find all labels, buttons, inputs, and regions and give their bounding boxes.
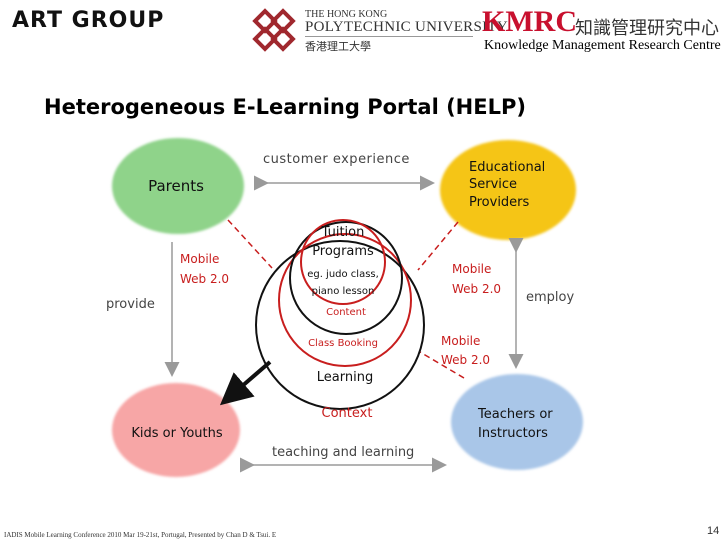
mobile-connectors [227, 219, 465, 379]
polyu-name-chinese: 香港理工大學 [305, 40, 371, 53]
teachers-label-1: Teachers or [477, 407, 553, 422]
mobile-label-left-1: Mobile [180, 252, 219, 266]
context-circle [255, 240, 425, 410]
polyu-logo-icon [252, 8, 296, 52]
polyu-name-line1: THE HONG KONG [305, 9, 388, 20]
mobile-label-bottom-1: Mobile [441, 334, 480, 348]
example-label-1: eg. judo class, [307, 269, 379, 280]
kids-label: Kids or Youths [131, 426, 222, 441]
providers-node [440, 140, 576, 240]
learning-circle [278, 233, 412, 367]
context-to-kids-arrow [219, 360, 272, 406]
tuition-label-2: Programs [312, 244, 374, 259]
footer-citation: IADIS Mobile Learning Conference 2010 Ma… [4, 531, 277, 539]
kmrc-chinese-name: 知識管理研究中心 [575, 18, 719, 39]
content-circle [289, 221, 403, 335]
teachers-node [451, 374, 583, 470]
edge-label-top: customer experience [263, 152, 410, 167]
edge-label-left: provide [106, 297, 155, 312]
mobile-label-right-2: Web 2.0 [452, 282, 501, 296]
example-label-2: piano lesson [312, 286, 375, 297]
slide-title: Heterogeneous E-Learning Portal (HELP) [44, 95, 526, 119]
page-number: 14 [707, 525, 720, 537]
art-group-logo: ART GROUP [12, 8, 165, 33]
kmrc-acronym: KMRC [482, 5, 577, 38]
tuition-label-1: Tuition [321, 225, 365, 240]
polyu-divider [305, 36, 473, 37]
polyu-name-line2: POLYTECHNIC UNIVERSITY [305, 19, 509, 35]
teachers-label-2: Instructors [478, 426, 548, 441]
edge-label-bottom: teaching and learning [272, 445, 414, 460]
mobile-label-left-2: Web 2.0 [180, 272, 229, 286]
parents-label: Parents [148, 177, 204, 195]
kids-node [112, 383, 240, 477]
edge-label-right: employ [526, 290, 574, 305]
learning-label: Learning [317, 370, 373, 385]
providers-label-3: Providers [469, 195, 530, 210]
providers-label-2: Service [469, 177, 517, 192]
tuition-circle [300, 219, 386, 305]
mobile-label-right-1: Mobile [452, 262, 491, 276]
context-label: Context [322, 406, 373, 421]
kmrc-full-name: Knowledge Management Research Centre [484, 38, 721, 53]
content-label: Content [326, 307, 366, 318]
mobile-label-bottom-2: Web 2.0 [441, 353, 490, 367]
parents-node [112, 138, 244, 234]
providers-label-1: Educational [469, 160, 545, 175]
class-booking-label: Class Booking [308, 338, 378, 349]
